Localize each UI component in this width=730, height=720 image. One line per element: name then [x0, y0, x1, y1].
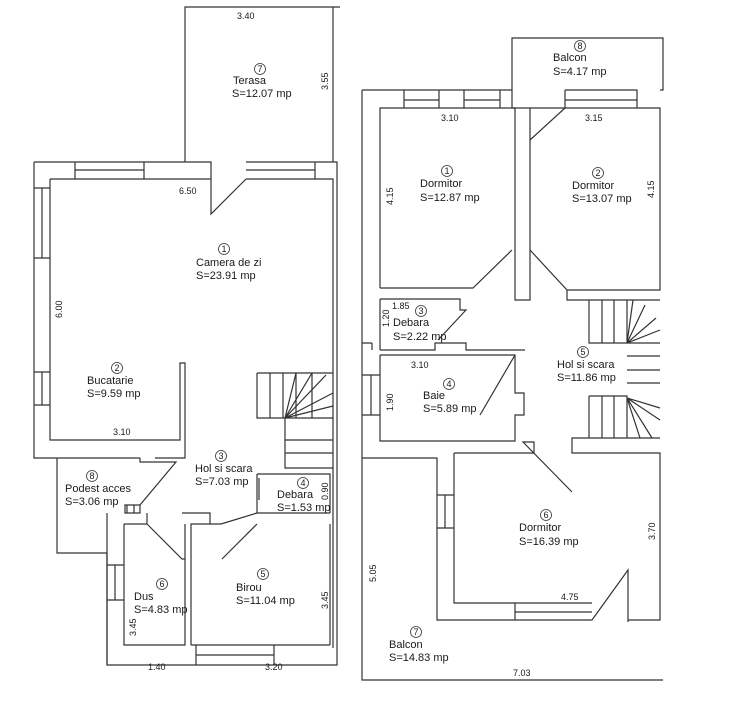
room-podest-acces: 8 Podest acces S=3.06 mp: [65, 470, 132, 508]
upper-floor-plan: 8 Balcon S=4.17 mp 1 Dormitor S=12.87 mp…: [361, 37, 664, 681]
ground-floor-plan: 7 Terasa S=12.07 mp 1 Camera de zi S=23.…: [33, 6, 340, 672]
svg-text:S=4.83 mp: S=4.83 mp: [134, 604, 188, 616]
room-dus: 6 Dus S=4.83 mp: [134, 578, 188, 616]
svg-text:6: 6: [543, 510, 548, 520]
room-dormitor-1: 1 Dormitor S=12.87 mp: [420, 165, 480, 204]
svg-text:6.00: 6.00: [54, 300, 64, 318]
svg-text:Dormitor: Dormitor: [572, 180, 615, 192]
svg-text:S=4.17 mp: S=4.17 mp: [553, 66, 607, 78]
svg-text:S=7.03 mp: S=7.03 mp: [195, 476, 249, 488]
svg-text:Dus: Dus: [134, 591, 154, 603]
room-terasa: 7 Terasa S=12.07 mp: [232, 63, 292, 100]
svg-text:3.10: 3.10: [113, 427, 131, 437]
svg-text:2: 2: [595, 168, 600, 178]
room-debara: 4 Debara S=1.53 mp: [277, 477, 331, 514]
svg-text:3.10: 3.10: [411, 360, 429, 370]
svg-text:Podest acces: Podest acces: [65, 483, 132, 495]
svg-text:1.85: 1.85: [392, 301, 410, 311]
svg-text:S=11.04 mp: S=11.04 mp: [236, 595, 295, 607]
svg-text:8: 8: [89, 471, 94, 481]
svg-text:1: 1: [221, 244, 226, 254]
room-dormitor-6: 6 Dormitor S=16.39 mp: [519, 509, 579, 548]
svg-text:Bucatarie: Bucatarie: [87, 375, 133, 387]
dimension-labels: 3.40 3.55 6.50 6.00 3.10 0.90 3.45 1.40 …: [54, 11, 330, 672]
walls: [361, 37, 664, 681]
svg-text:S=14.83 mp: S=14.83 mp: [389, 652, 449, 664]
svg-text:S=2.22 mp: S=2.22 mp: [393, 331, 447, 343]
svg-text:3: 3: [218, 451, 223, 461]
svg-text:4: 4: [300, 478, 305, 488]
svg-text:1.20: 1.20: [381, 309, 391, 327]
svg-text:3.55: 3.55: [320, 72, 330, 90]
svg-text:S=23.91 mp: S=23.91 mp: [196, 270, 256, 282]
room-hol-si-scara: 5 Hol si scara S=11.86 mp: [557, 346, 616, 384]
dimension-labels: 3.10 3.15 4.15 4.15 1.85 1.20 3.10 1.90 …: [368, 113, 657, 678]
svg-text:Hol si scara: Hol si scara: [195, 463, 253, 475]
svg-text:4.15: 4.15: [646, 180, 656, 198]
svg-text:3.45: 3.45: [128, 618, 138, 636]
svg-text:Balcon: Balcon: [389, 639, 423, 651]
svg-text:4: 4: [446, 379, 451, 389]
svg-text:3.45: 3.45: [320, 591, 330, 609]
svg-text:0.90: 0.90: [320, 482, 330, 500]
svg-text:3.15: 3.15: [585, 113, 603, 123]
svg-text:3.20: 3.20: [265, 662, 283, 672]
room-hol-si-scara: 3 Hol si scara S=7.03 mp: [195, 450, 253, 488]
svg-text:5.05: 5.05: [368, 564, 378, 582]
svg-text:1.40: 1.40: [148, 662, 166, 672]
svg-text:S=13.07 mp: S=13.07 mp: [572, 193, 632, 205]
svg-text:Terasa: Terasa: [233, 75, 267, 87]
svg-text:3: 3: [418, 306, 423, 316]
svg-text:Dormitor: Dormitor: [519, 522, 562, 534]
svg-text:S=11.86 mp: S=11.86 mp: [557, 372, 616, 384]
svg-text:S=3.06 mp: S=3.06 mp: [65, 496, 119, 508]
svg-text:6: 6: [159, 579, 164, 589]
svg-text:Debara: Debara: [393, 317, 430, 329]
svg-text:S=16.39 mp: S=16.39 mp: [519, 536, 579, 548]
svg-text:6.50: 6.50: [179, 186, 197, 196]
svg-text:4.15: 4.15: [385, 187, 395, 205]
room-baie: 4 Baie S=5.89 mp: [423, 378, 477, 415]
room-camera-de-zi: 1 Camera de zi S=23.91 mp: [196, 243, 261, 282]
svg-text:7: 7: [257, 64, 262, 74]
svg-text:Camera de zi: Camera de zi: [196, 257, 261, 269]
svg-text:3.70: 3.70: [647, 522, 657, 540]
svg-text:5: 5: [260, 569, 265, 579]
room-debara: 3 Debara S=2.22 mp: [393, 305, 447, 343]
svg-text:Balcon: Balcon: [553, 52, 587, 64]
svg-text:S=12.87 mp: S=12.87 mp: [420, 192, 480, 204]
room-bucatarie: 2 Bucatarie S=9.59 mp: [87, 362, 141, 400]
svg-text:Hol si scara: Hol si scara: [557, 359, 615, 371]
walls: [33, 6, 340, 666]
room-balcon-7: 7 Balcon S=14.83 mp: [389, 626, 449, 664]
svg-text:3.10: 3.10: [441, 113, 459, 123]
svg-text:S=12.07 mp: S=12.07 mp: [232, 88, 292, 100]
svg-text:8: 8: [577, 41, 582, 51]
svg-text:4.75: 4.75: [561, 592, 579, 602]
room-balcon-8: 8 Balcon S=4.17 mp: [553, 40, 607, 78]
svg-text:S=9.59 mp: S=9.59 mp: [87, 388, 141, 400]
room-dormitor-2: 2 Dormitor S=13.07 mp: [572, 167, 632, 205]
svg-text:1: 1: [444, 166, 449, 176]
svg-text:Birou: Birou: [236, 582, 262, 594]
svg-text:S=5.89 mp: S=5.89 mp: [423, 403, 477, 415]
room-birou: 5 Birou S=11.04 mp: [236, 568, 295, 607]
svg-text:5: 5: [580, 347, 585, 357]
svg-text:3.40: 3.40: [237, 11, 255, 21]
svg-text:Debara: Debara: [277, 489, 314, 501]
svg-text:Dormitor: Dormitor: [420, 178, 463, 190]
svg-text:7.03: 7.03: [513, 668, 531, 678]
svg-text:Baie: Baie: [423, 390, 445, 402]
svg-text:7: 7: [413, 627, 418, 637]
svg-text:S=1.53 mp: S=1.53 mp: [277, 502, 331, 514]
svg-text:1.90: 1.90: [385, 393, 395, 411]
svg-text:2: 2: [114, 363, 119, 373]
